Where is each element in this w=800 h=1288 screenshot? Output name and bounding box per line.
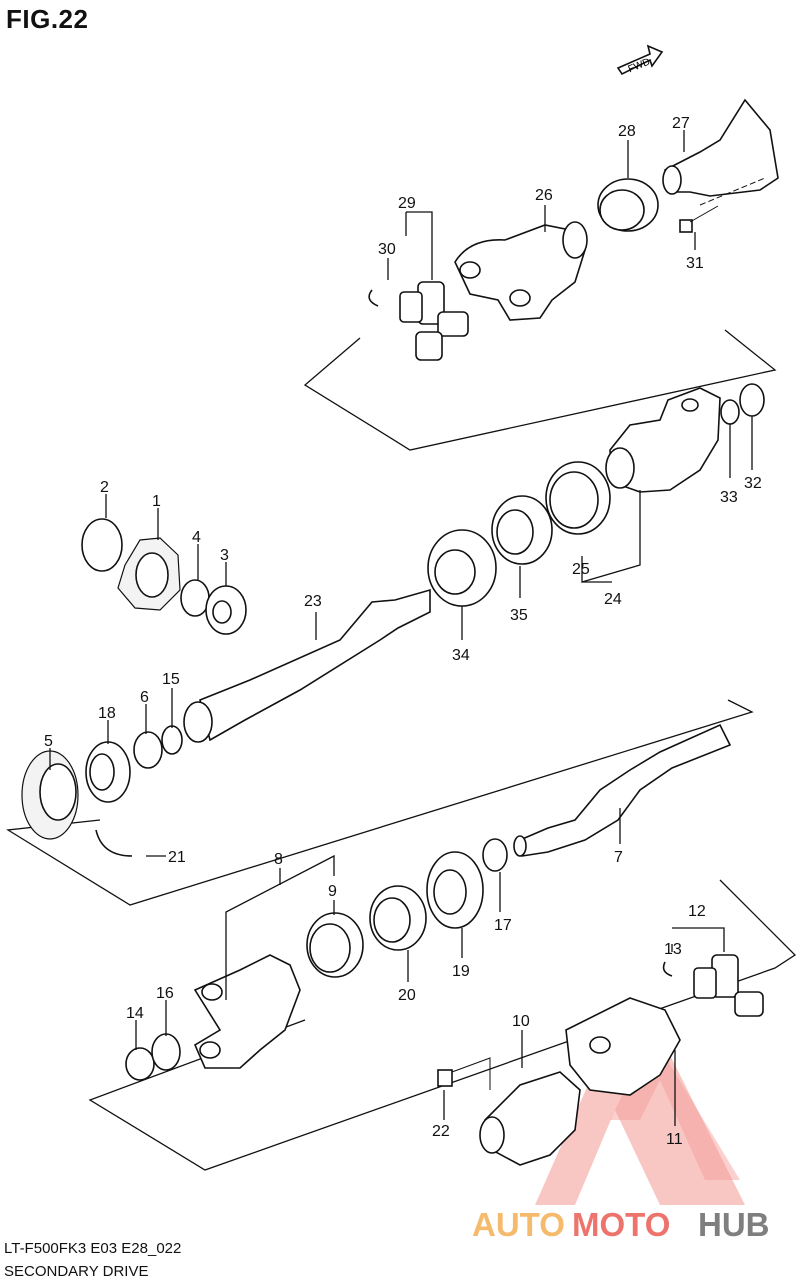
- watermark-hub: HUB: [698, 1206, 770, 1243]
- callout-28: 28: [618, 123, 636, 140]
- callout-30: 30: [378, 241, 396, 258]
- flange-yoke-24: [605, 383, 765, 493]
- bevel-gear-1: [117, 537, 181, 611]
- nut-14: [125, 1047, 155, 1081]
- figure-title: FIG.22: [6, 4, 89, 34]
- circlip-30: [368, 289, 379, 307]
- seal-20: [369, 885, 427, 951]
- bearing-18: [85, 741, 131, 803]
- callout-15b: 16: [156, 985, 174, 1002]
- callout-34: 34: [452, 647, 470, 664]
- callout-3: 3: [220, 547, 229, 564]
- washer-6: [133, 731, 163, 769]
- callout-numbers: 1 2 3 4 5 6 7 8 9 10 11 12 13 14 16 15 1…: [44, 115, 762, 1148]
- callout-10: 10: [512, 1013, 530, 1030]
- callout-20: 20: [398, 987, 416, 1004]
- callout-13: 13: [664, 941, 682, 958]
- washer-33: [720, 399, 740, 425]
- bolt-31: [679, 219, 693, 233]
- callout-35: 35: [510, 607, 528, 624]
- bearing-19: [426, 851, 484, 929]
- callout-33: 33: [720, 489, 738, 506]
- seal-28: [597, 178, 659, 232]
- yoke-8: [193, 954, 301, 1069]
- watermark-moto: MOTO: [572, 1206, 670, 1243]
- watermark-auto: AUTO: [472, 1206, 565, 1243]
- callout-25: 25: [572, 561, 590, 578]
- callout-11: 11: [666, 1131, 683, 1148]
- yoke-11: [565, 997, 681, 1096]
- callout-5: 5: [44, 733, 53, 750]
- callout-8: 8: [274, 851, 283, 868]
- bearing-34: [427, 529, 497, 607]
- washer-16: [151, 1033, 181, 1071]
- callout-32: 32: [744, 475, 762, 492]
- seal-9: [306, 912, 364, 978]
- fwd-label: FWD: [627, 57, 652, 76]
- bearing-35: [491, 495, 553, 565]
- callout-31: 31: [686, 255, 704, 272]
- nut-3: [205, 585, 247, 635]
- circlip-13: [662, 961, 673, 977]
- callout-2: 2: [100, 479, 109, 496]
- callout-22: 22: [432, 1123, 450, 1140]
- callout-29: 29: [398, 195, 416, 212]
- callout-9: 9: [328, 883, 337, 900]
- callout-23: 23: [304, 593, 322, 610]
- universal-joint-upper: [368, 281, 469, 361]
- bolt-22: [437, 1069, 453, 1087]
- universal-joint-lower: [662, 954, 764, 1017]
- gear-5: [21, 750, 79, 840]
- callout-27: 27: [672, 115, 690, 132]
- nut-32: [739, 383, 765, 417]
- watermark-text: AUTO MOTO HUB: [472, 1206, 770, 1243]
- yoke-10: [479, 1071, 581, 1166]
- circlip-21: [95, 829, 133, 857]
- callout-6: 6: [140, 689, 149, 706]
- seal-25: [545, 461, 611, 535]
- callout-26: 26: [535, 187, 553, 204]
- callout-7: 7: [614, 849, 623, 866]
- shaft-23: [183, 588, 431, 743]
- callout-19: 19: [452, 963, 470, 980]
- callout-18: 18: [98, 705, 116, 722]
- callout-24: 24: [604, 591, 622, 608]
- section-name: SECONDARY DRIVE: [4, 1263, 149, 1280]
- callout-1: 1: [152, 493, 161, 510]
- callout-12: 12: [688, 903, 706, 920]
- nut-15: [161, 725, 183, 755]
- washer-2: [81, 518, 123, 572]
- shaft-7: [513, 723, 732, 857]
- callout-15: 15: [162, 671, 180, 688]
- yoke-26: [454, 221, 588, 321]
- callout-14: 14: [126, 1005, 144, 1022]
- model-code: LT-F500FK3 E03 E28_022: [4, 1240, 182, 1257]
- washer-4: [180, 579, 210, 617]
- callout-21: 21: [168, 849, 186, 866]
- housing-27: [662, 98, 779, 233]
- fwd-arrow-icon: FWD: [616, 44, 664, 76]
- callout-17: 17: [494, 917, 512, 934]
- washer-17: [482, 838, 508, 872]
- leader-lines: [49, 130, 753, 1126]
- callout-4: 4: [192, 529, 201, 546]
